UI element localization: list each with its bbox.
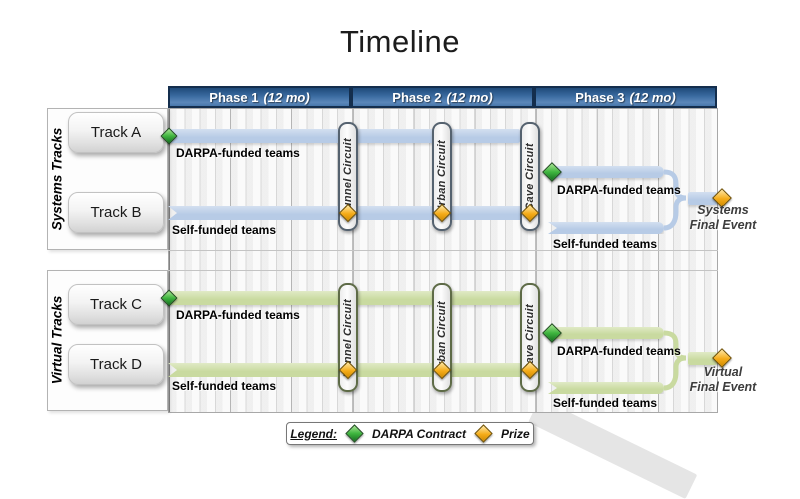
- track-a-phase3-bar: [552, 166, 664, 178]
- systems-final-event-label: Systems Final Event: [660, 203, 786, 233]
- prize-diamond: [474, 424, 493, 443]
- page-title: Timeline: [340, 24, 460, 59]
- track-d-button: Track D: [68, 344, 164, 385]
- phase-duration: (12 mo): [629, 89, 676, 105]
- systems-tracks-label: Systems Tracks: [49, 127, 65, 231]
- virtual-merge-brace: [663, 330, 687, 391]
- self-funded-label: Self-funded teams: [172, 223, 277, 237]
- tunnel-circuit-gate: Tunnel Circuit: [338, 122, 358, 231]
- systems-merge-brace: [663, 169, 687, 231]
- systems-merged-bar: [688, 192, 717, 205]
- track-a-button: Track A: [68, 112, 164, 153]
- legend-title: Legend:: [290, 426, 337, 441]
- track-b-button: Track B: [68, 192, 164, 233]
- legend: Legend: DARPA Contract Prize: [286, 422, 534, 445]
- phase3-self-funded-label: Self-funded teams: [553, 396, 658, 410]
- urban-circuit-label: Urban Circuit: [436, 139, 448, 214]
- virtual-final-event-label: Virtual Final Event: [660, 365, 786, 395]
- section-separator: [168, 270, 718, 271]
- phase-name: Phase 2: [392, 89, 442, 105]
- phase-1-header: Phase 1 (12 mo): [168, 86, 351, 108]
- phase3-darpa-funded-label: DARPA-funded teams: [557, 183, 681, 197]
- final-event-line1: Systems: [697, 203, 749, 217]
- phase-3-header: Phase 3 (12 mo): [534, 86, 717, 108]
- darpa-funded-label: DARPA-funded teams: [176, 308, 300, 322]
- cave-circuit-gate: Cave Circuit: [520, 122, 540, 231]
- legend-darpa-contract-label: DARPA Contract: [371, 426, 466, 441]
- track-c-button: Track C: [68, 284, 164, 325]
- virtual-tracks-label: Virtual Tracks: [49, 295, 65, 385]
- urban-circuit-gate: Urban Circuit: [432, 122, 452, 231]
- cave-circuit-label: Cave Circuit: [524, 142, 536, 211]
- track-d-phase3-bar: [548, 382, 664, 394]
- phase3-self-funded-label: Self-funded teams: [553, 237, 658, 251]
- virtual-merged-bar: [688, 352, 717, 365]
- legend-prize-label: Prize: [501, 426, 530, 441]
- phase-name: Phase 1: [209, 89, 259, 105]
- self-funded-label: Self-funded teams: [172, 379, 277, 393]
- final-event-line2: Final Event: [689, 217, 757, 232]
- track-c-phase3-bar: [552, 327, 664, 339]
- section-separator: [168, 250, 718, 251]
- final-event-line2: Final Event: [689, 379, 757, 394]
- darpa-funded-label: DARPA-funded teams: [176, 146, 300, 160]
- track-b-phase3-bar: [548, 222, 664, 234]
- phase3-darpa-funded-label: DARPA-funded teams: [557, 344, 681, 358]
- phase-name: Phase 3: [575, 89, 625, 105]
- phase-duration: (12 mo): [446, 89, 493, 105]
- phase-2-header: Phase 2 (12 mo): [351, 86, 534, 108]
- watermark-band: [528, 398, 698, 499]
- darpa-contract-diamond: [345, 424, 364, 443]
- slide: { "title": "Timeline", "colors": { "syst…: [47, 24, 786, 499]
- final-event-line1: Virtual: [703, 365, 743, 379]
- phase-duration: (12 mo): [263, 89, 310, 105]
